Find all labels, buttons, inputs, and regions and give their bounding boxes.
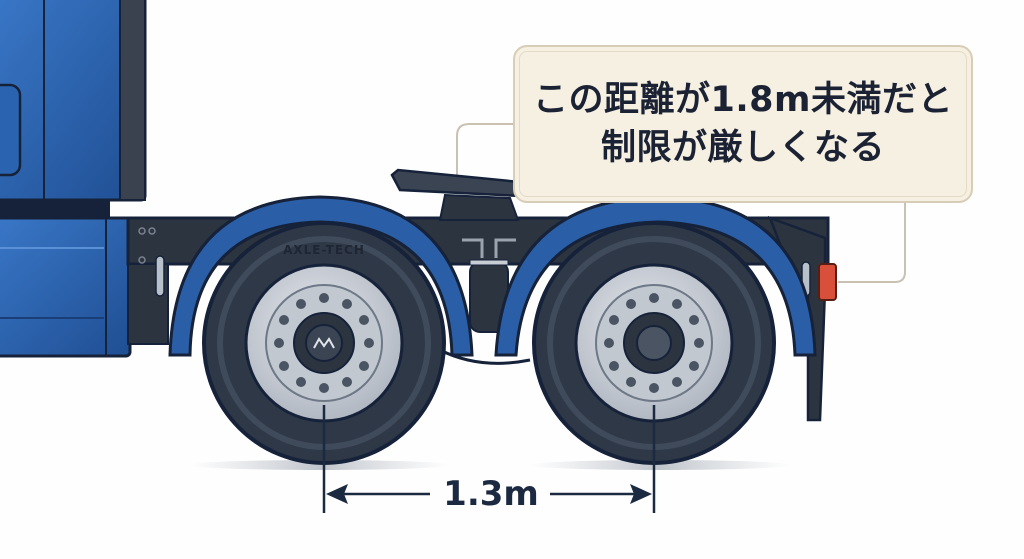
dimension-marker [322,405,656,513]
fifth-wheel [390,168,524,221]
axle-spacing-label: 1.3m [443,474,539,514]
tail-light [818,263,837,301]
callout-text-line2: 制限が厳しくなる [600,128,885,168]
callout-box: この距離が1.8m未満だと 制限が厳しくなる [513,45,973,203]
fender-front [168,195,474,357]
fender-rear [494,195,817,357]
wheel-front [202,221,446,465]
ground-shadow [190,460,790,470]
callout-text-line1: この距離が1.8m未満だと [533,80,953,120]
tire-brand-text: AXLE-TECH [283,243,365,257]
truck-cab [0,0,147,358]
callout-bracket [456,123,906,283]
